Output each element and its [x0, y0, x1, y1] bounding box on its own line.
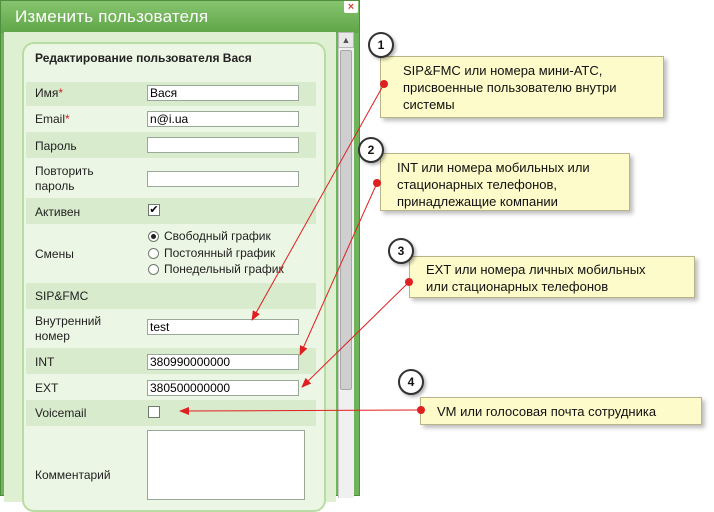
- password-label: Пароль: [35, 139, 77, 153]
- int-input[interactable]: [147, 354, 299, 370]
- shift-radio-free[interactable]: [148, 231, 159, 242]
- ext-input[interactable]: [147, 380, 299, 396]
- callout-text: или стационарных телефонов: [426, 279, 609, 294]
- form-heading: Редактирование пользователя Вася: [35, 51, 252, 65]
- callout-text: INT или номера мобильных или: [397, 160, 590, 175]
- email-input[interactable]: [147, 111, 299, 127]
- active-label: Активен: [35, 205, 81, 219]
- scroll-up-icon[interactable]: ▲: [338, 32, 354, 48]
- ext-label: EXT: [35, 381, 59, 395]
- close-icon[interactable]: ×: [344, 1, 358, 13]
- callout-arrows: [179, 80, 425, 415]
- row-bg: [26, 400, 316, 426]
- callout-badge-2: 2: [358, 137, 384, 163]
- callout-badge-4: 4: [398, 369, 424, 395]
- arrow-2: [299, 179, 381, 356]
- voicemail-label: Voicemail: [35, 406, 87, 420]
- callout-badge-3: 3: [388, 238, 414, 264]
- callout-note-2: INT или номера мобильных или стационарны…: [380, 153, 630, 211]
- callout-text: принадлежащие компании: [397, 194, 558, 209]
- row-bg: [26, 198, 316, 224]
- shift-option-label: Понедельный график: [164, 262, 284, 276]
- callout-text: EXT или номера личных мобильных: [426, 262, 646, 277]
- name-input[interactable]: [147, 85, 299, 101]
- callout-note-4: VM или голосовая почта сотрудника: [420, 397, 702, 425]
- callout-text: системы: [403, 97, 455, 112]
- name-label: Имя*: [35, 86, 64, 100]
- dialog-title: Изменить пользователя: [15, 7, 209, 26]
- int-label: INT: [35, 355, 55, 369]
- callout-text: присвоенные пользователю внутри: [403, 80, 617, 95]
- active-checkbox[interactable]: ✔: [148, 204, 160, 216]
- callout-badge-1: 1: [368, 32, 394, 58]
- callout-text: стационарных телефонов,: [397, 177, 558, 192]
- email-label: Email*: [35, 112, 70, 126]
- repeat-password-input[interactable]: [147, 171, 299, 187]
- callout-text: SIP&FMC или номера мини-АТС,: [403, 63, 603, 78]
- internal-number-input[interactable]: [147, 319, 299, 335]
- callout-note-1: SIP&FMC или номера мини-АТС, присвоенные…: [380, 56, 664, 118]
- scrollbar-thumb[interactable]: [340, 50, 352, 390]
- shifts-label: Смены: [35, 247, 74, 261]
- arrow-4: [179, 406, 425, 415]
- comment-label: Комментарий: [35, 468, 111, 482]
- arrow-1: [251, 80, 388, 321]
- arrow-3: [301, 278, 413, 388]
- callout-text: VM или голосовая почта сотрудника: [437, 404, 657, 419]
- password-input[interactable]: [147, 137, 299, 153]
- shift-radio-weekly[interactable]: [148, 264, 159, 275]
- shift-radio-permanent[interactable]: [148, 248, 159, 259]
- shift-option-label: Постоянный график: [164, 246, 276, 260]
- section-sipfmc: SIP&FMC: [35, 289, 89, 303]
- voicemail-checkbox[interactable]: [148, 406, 160, 418]
- callout-note-3: EXT или номера личных мобильных или стац…: [409, 256, 695, 298]
- row-bg: [26, 283, 316, 309]
- dialog-titlebar[interactable]: Изменить пользователя ×: [1, 1, 359, 33]
- shift-option-label: Свободный график: [164, 229, 271, 243]
